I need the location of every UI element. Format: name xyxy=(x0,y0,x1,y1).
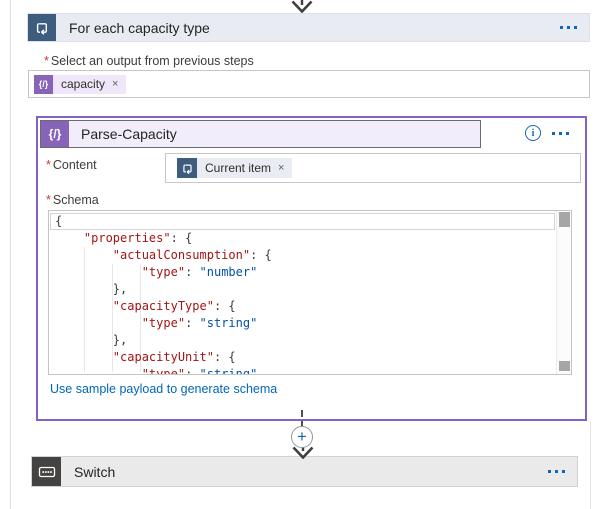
switch-case-icon xyxy=(32,457,61,486)
connector-line xyxy=(301,421,303,427)
schema-editor[interactable]: { "properties": { "actualConsumption": {… xyxy=(48,210,572,375)
token-label: Current item xyxy=(205,161,272,175)
info-icon[interactable]: i xyxy=(525,125,541,141)
parse-json-icon: {/} xyxy=(41,121,69,147)
parse-capacity-card-header[interactable]: {/} Parse-Capacity xyxy=(40,120,481,148)
indent-guide xyxy=(84,247,85,372)
editor-scrollbar-track[interactable] xyxy=(556,211,571,374)
content-field-label: *Content xyxy=(46,158,97,172)
apply-to-each-loop-icon xyxy=(28,14,56,41)
schema-field-label: *Schema xyxy=(46,193,99,207)
switch-card-header[interactable]: Switch xyxy=(31,456,578,487)
connector-line xyxy=(301,410,303,417)
foreach-title: For each capacity type xyxy=(69,19,210,36)
down-arrow-icon xyxy=(291,0,313,13)
content-input[interactable]: Current item × xyxy=(165,153,581,183)
editor-scrollbar-corner-thumb[interactable] xyxy=(559,361,570,371)
parse-capacity-title: Parse-Capacity xyxy=(81,126,177,142)
required-asterisk: * xyxy=(44,54,49,68)
output-from-previous-steps-input[interactable]: {/} capacity × xyxy=(28,70,590,98)
remove-token-icon[interactable]: × xyxy=(278,162,285,174)
use-sample-payload-link[interactable]: Use sample payload to generate schema xyxy=(50,382,278,396)
editor-scrollbar-thumb[interactable] xyxy=(559,212,570,227)
canvas-right-edge-line xyxy=(590,421,591,509)
capacity-token[interactable]: {/} capacity × xyxy=(34,74,127,94)
dynamic-content-icon: {/} xyxy=(34,74,53,94)
indent-guide xyxy=(140,264,141,372)
insert-step-button[interactable]: + xyxy=(291,426,313,448)
switch-title: Switch xyxy=(74,463,116,480)
parse-more-options-icon[interactable] xyxy=(552,128,569,139)
indent-guide xyxy=(112,264,113,372)
output-field-label: *Select an output from previous steps xyxy=(44,54,254,68)
required-asterisk: * xyxy=(46,158,51,172)
switch-more-options-icon[interactable] xyxy=(548,466,565,477)
foreach-card-header[interactable]: For each capacity type xyxy=(27,13,590,42)
schema-code: { "properties": { "actualConsumption": {… xyxy=(55,214,272,374)
editor-current-line-highlight xyxy=(50,213,555,230)
parse-capacity-card: {/} Parse-Capacity i *Content Current it… xyxy=(36,116,587,421)
token-label: capacity xyxy=(61,77,106,91)
canvas-left-edge-line xyxy=(10,0,11,509)
current-item-loop-icon xyxy=(177,158,197,178)
foreach-more-options-icon[interactable] xyxy=(560,22,577,33)
required-asterisk: * xyxy=(46,193,51,207)
remove-token-icon[interactable]: × xyxy=(112,78,119,90)
current-item-token[interactable]: Current item × xyxy=(177,158,293,178)
